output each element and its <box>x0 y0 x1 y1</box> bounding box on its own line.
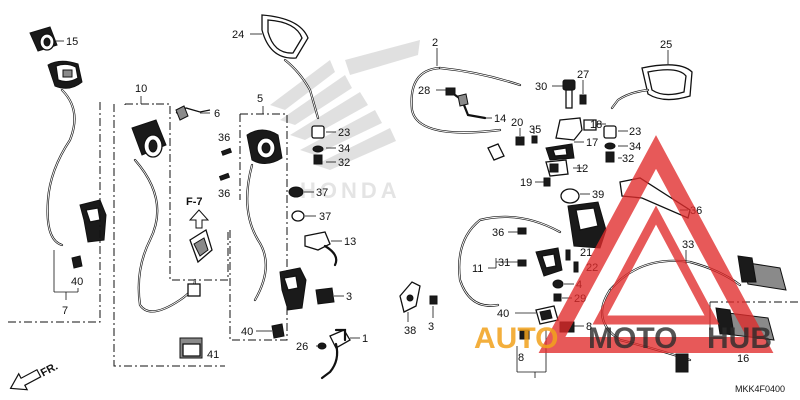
callout-3-mid: 3 <box>346 291 352 303</box>
callout-40-right: 8 <box>518 352 524 364</box>
callout-5: 5 <box>257 93 263 105</box>
callout-17: 17 <box>586 137 598 149</box>
callout-41: 41 <box>207 349 219 361</box>
callout-21: 11 <box>472 263 483 275</box>
callout-30: 30 <box>535 81 547 93</box>
callout-34-a: 34 <box>338 143 350 155</box>
callout-18: 18 <box>590 119 602 131</box>
diagram-code: MKK4F0400 <box>735 384 785 394</box>
front-marker-text: FR. <box>39 361 60 380</box>
part-10-grip-assembly <box>131 119 203 359</box>
part-7-left-switch <box>46 60 107 247</box>
callout-24: 24 <box>232 29 244 41</box>
part-2-cable <box>410 66 522 161</box>
callout-20: 20 <box>511 117 523 129</box>
callout-36-a: 36 <box>218 132 230 144</box>
part-23-34-32-stack-left <box>311 125 325 165</box>
part-37-caps <box>288 186 305 222</box>
automotohub-watermark: AUTO MOTO HUB <box>474 135 774 355</box>
part-right-housing <box>458 201 607 307</box>
view-f7-box: F-7 <box>186 196 213 264</box>
watermark-text-auto: AUTO <box>474 322 558 355</box>
callout-3-right: 8 <box>586 321 592 333</box>
part-29-nut <box>429 295 438 305</box>
callout-35: 35 <box>529 124 541 136</box>
part-39-pin <box>517 227 527 235</box>
callout-42: 19 <box>520 177 532 189</box>
part-36-screw-right-b <box>573 261 579 273</box>
part-17-lever-bracket <box>515 117 597 161</box>
callout-11: 33 <box>682 239 694 251</box>
callout-34-b: 34 <box>629 141 641 153</box>
callout-4: 38 <box>404 325 416 337</box>
callout-32-a: 32 <box>338 157 350 169</box>
part-25-mirror <box>610 64 693 110</box>
callout-40-left: 40 <box>71 276 83 288</box>
part-1-switch-cable <box>317 328 351 380</box>
callout-6: 6 <box>214 108 220 120</box>
callout-39: 36 <box>492 227 504 239</box>
callout-22: 31 <box>498 257 510 269</box>
part-30-27-bolt <box>562 79 587 109</box>
callout-16: 16 <box>737 353 749 365</box>
watermark-text-moto: MOTO <box>588 322 677 355</box>
callout-38: 40 <box>497 308 509 320</box>
callout-28: 28 <box>418 85 430 97</box>
callout-9: 12 <box>576 163 588 175</box>
honda-wing-watermark: HONDA <box>270 40 420 203</box>
callout-2: 2 <box>432 37 438 49</box>
part-28-14-cable-end <box>445 87 487 120</box>
callout-25: 25 <box>660 39 672 51</box>
callout-14: 14 <box>494 113 506 125</box>
part-13-switch <box>304 231 338 267</box>
part-6-clamp <box>175 105 211 121</box>
part-33-nut <box>553 293 562 302</box>
callout-1: 1 <box>362 333 368 345</box>
part-9-switch <box>545 159 569 177</box>
part-12-ring <box>560 188 580 204</box>
callout-12: 39 <box>592 189 604 201</box>
callout-23-a: 23 <box>338 127 350 139</box>
callout-36-b: 36 <box>218 188 230 200</box>
callout-32-b: 32 <box>622 153 634 165</box>
callout-29: 3 <box>428 321 434 333</box>
part-24-mirror <box>261 14 320 120</box>
callout-26: 26 <box>296 341 308 353</box>
watermark-text-hub: HUB <box>707 322 772 355</box>
callout-10: 10 <box>135 83 147 95</box>
part-40-fastener-left <box>71 255 83 269</box>
part-4-bracket <box>399 281 421 313</box>
callout-15: 15 <box>66 36 78 48</box>
part-42-screw <box>543 177 551 187</box>
callout-37-b: 37 <box>319 211 331 223</box>
view-label-f7: F-7 <box>186 196 203 208</box>
honda-watermark-text: HONDA <box>300 178 401 203</box>
callout-36-c: 21 <box>580 247 592 259</box>
callout-27: 27 <box>577 69 589 81</box>
part-36-screw-right-a <box>565 249 571 261</box>
callout-7: 7 <box>62 305 68 317</box>
part-40-fastener-mid <box>271 323 285 339</box>
part-3-block-mid <box>315 287 335 305</box>
part-15-grip <box>29 26 58 52</box>
part-36-screws-left <box>218 147 233 181</box>
callout-37-a: 37 <box>316 187 328 199</box>
part-31-washer <box>552 279 564 289</box>
callout-13: 13 <box>344 236 356 248</box>
part-5-switch-housing <box>246 129 307 311</box>
part-22-bolt <box>517 259 527 267</box>
callout-40-mid: 40 <box>241 326 253 338</box>
part-23-34-32-stack-right <box>603 125 617 163</box>
front-direction-arrow: FR. <box>9 361 60 391</box>
callout-23-b: 23 <box>629 126 641 138</box>
